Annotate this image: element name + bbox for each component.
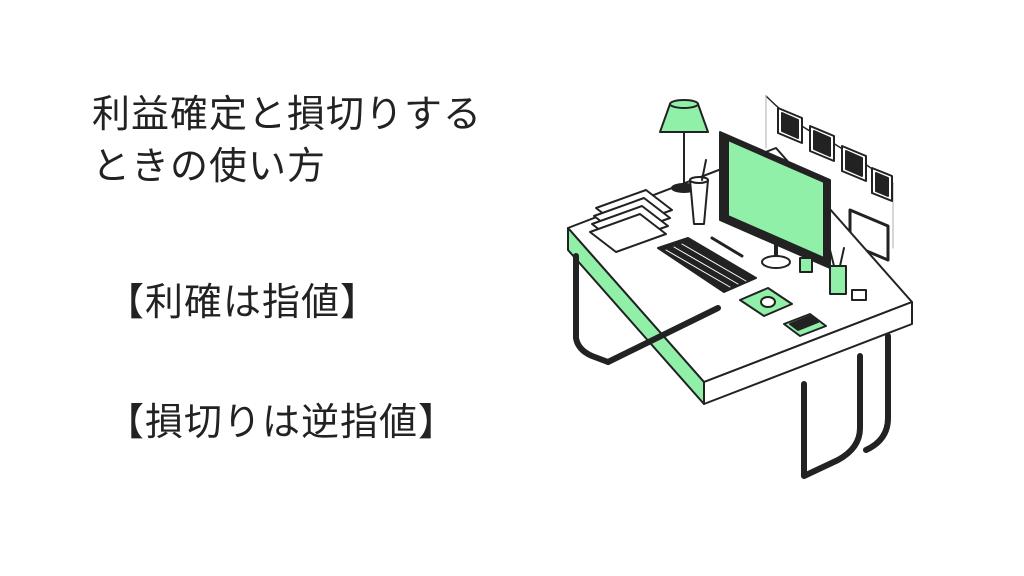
document-stack-icon <box>589 189 673 253</box>
bullet-stop-loss: 【損切りは逆指値】 <box>106 400 458 444</box>
slide-title: 利益確定と損切りする ときの使い方 <box>92 88 482 192</box>
monitor-icon <box>719 131 831 273</box>
pen-holder-icon <box>829 247 867 301</box>
calculator-icon <box>783 313 827 337</box>
keyboard-icon <box>657 236 757 293</box>
mouse-icon <box>739 287 793 317</box>
title-line-2: ときの使い方 <box>92 144 327 188</box>
desk-illustration <box>567 95 913 479</box>
photo-frame-icon <box>765 95 894 262</box>
bullet-take-profit: 【利確は指値】 <box>106 280 380 324</box>
title-line-1: 利益確定と損切りする <box>92 92 483 136</box>
cup-icon <box>689 159 709 225</box>
